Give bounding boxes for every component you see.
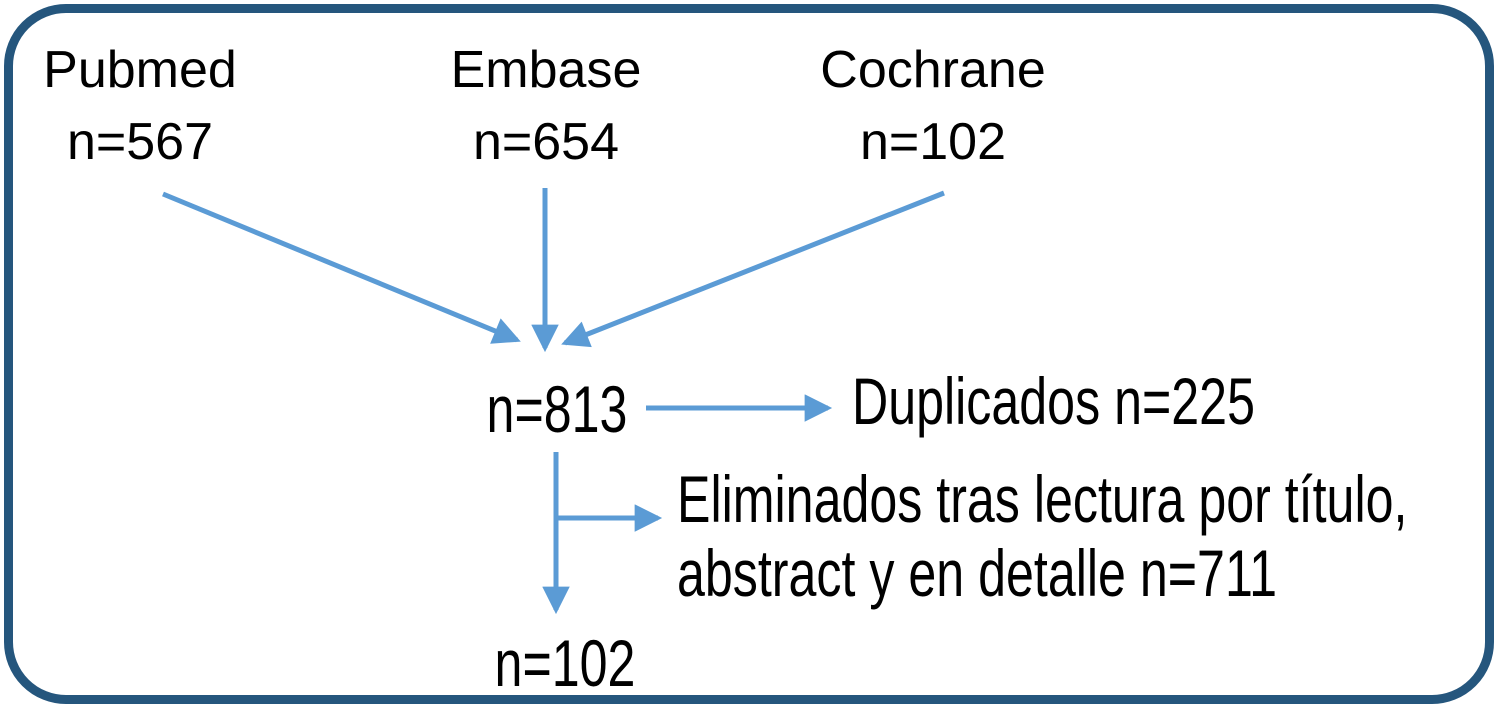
source-node-pubmed: Pubmed n=567 [0,34,310,178]
source-name-embase: Embase [450,41,642,99]
source-name-pubmed: Pubmed [43,41,237,99]
source-node-cochrane: Cochrane n=102 [763,34,1103,178]
source-count-cochrane: n=102 [859,113,1007,171]
diagram-border [4,4,1494,704]
arrow-pubmed-to-pooled [162,191,521,344]
final-count: n=102 [494,626,636,700]
arrow-cochrane-to-pooled [561,190,945,348]
source-name-cochrane: Cochrane [820,41,1046,99]
excluded-line2: abstract y en detalle n=711 [677,536,1278,610]
pooled-count: n=813 [486,372,628,446]
source-node-embase: Embase n=654 [376,34,716,178]
source-count-embase: n=654 [472,113,620,171]
excluded-label: Eliminados tras lectura por título, abst… [677,462,1407,610]
duplicates-label: Duplicados n=225 [852,364,1255,438]
source-count-pubmed: n=567 [66,113,214,171]
excluded-line1: Eliminados tras lectura por título, [677,462,1408,536]
